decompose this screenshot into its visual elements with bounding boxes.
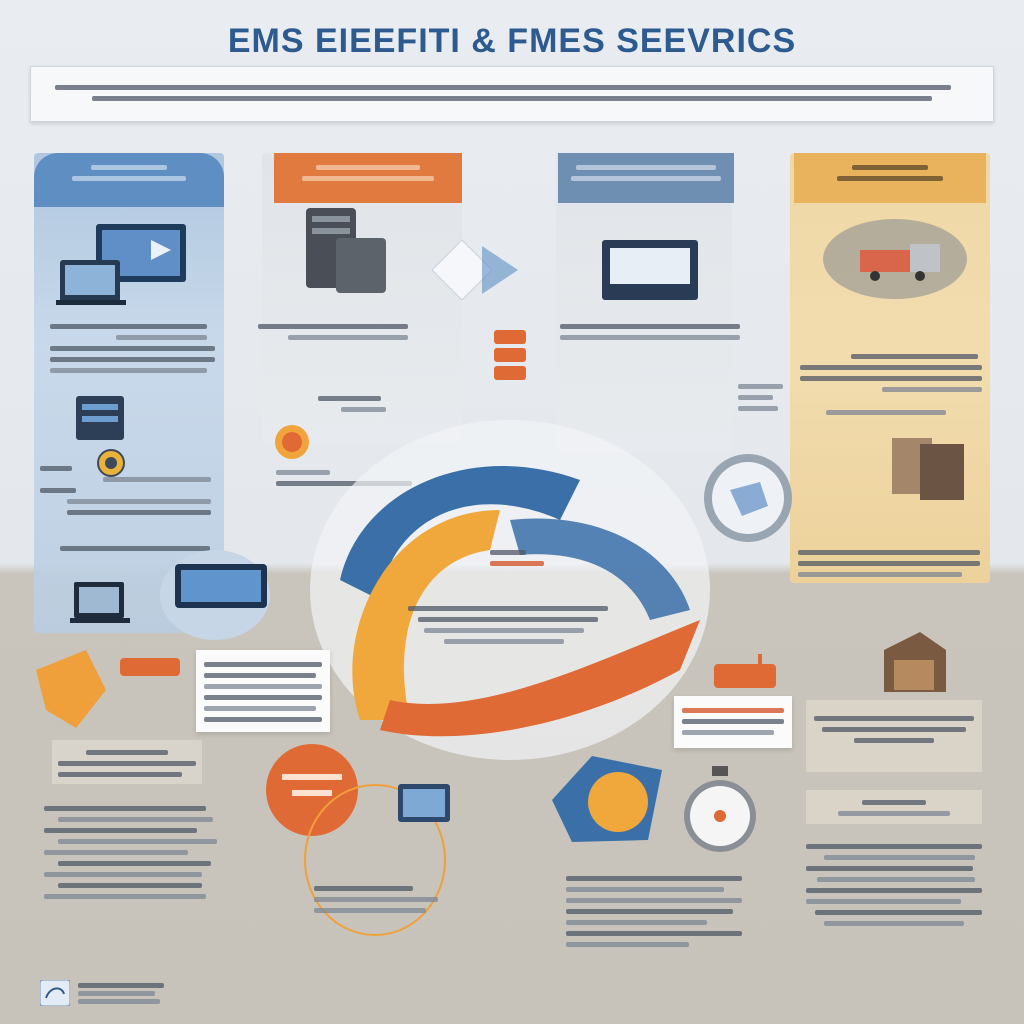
monitor-icon (600, 238, 700, 307)
intro-banner (30, 66, 994, 122)
column-4-text-b (826, 404, 946, 421)
column-1-text-a (50, 318, 215, 379)
ribbon-label (490, 544, 550, 572)
column-4-text-a (800, 348, 982, 398)
shield-icon (36, 650, 186, 735)
bottom-center-text (566, 870, 742, 953)
column-3-header (558, 153, 734, 203)
column-3-panel (556, 153, 732, 453)
orange-circle-badge (262, 740, 362, 845)
column-4-text-c (798, 544, 980, 583)
banner-text-line (91, 96, 933, 101)
database-stack-icon (492, 328, 528, 389)
warehouse-icon (880, 630, 950, 701)
left-label-box (52, 740, 202, 784)
badge-icon (272, 422, 312, 467)
diamond-icon (431, 239, 518, 305)
monitor-icon (56, 222, 191, 312)
badge-icon (96, 448, 126, 483)
right-callout (674, 696, 792, 748)
column-1-text-b (40, 460, 220, 521)
right-subheader (806, 790, 982, 824)
center-text (408, 600, 608, 650)
laptop-icon (70, 576, 130, 631)
globe-icon (700, 450, 796, 551)
footer-text (78, 980, 164, 1007)
server-rack-icon (890, 432, 970, 507)
server-icon (296, 208, 396, 303)
banner-text-line (55, 85, 951, 90)
column-2-text-c (276, 464, 412, 492)
column-2-header (274, 153, 462, 203)
column-3-text-a (560, 318, 740, 346)
column-4-header (794, 153, 986, 203)
column-2-text-a (258, 318, 408, 346)
truck-icon (820, 214, 970, 309)
orbit-text (314, 880, 438, 919)
left-callout (196, 650, 330, 732)
page-title: EMS EIEEFITI & FMES SEEVRICS (227, 22, 797, 60)
server-icon (74, 394, 126, 447)
right-text-list (806, 838, 982, 932)
monitor-icon (396, 782, 452, 835)
stopwatch-icon (680, 766, 760, 861)
orbit-ring (300, 760, 450, 945)
column-3-text-b (738, 378, 788, 417)
column-1-header (34, 153, 224, 207)
screen-icon (175, 564, 267, 615)
column-2-text-b (318, 390, 408, 418)
left-text-list (44, 800, 224, 905)
right-label-box (806, 700, 982, 772)
globe-icon (552, 750, 672, 855)
column-1-text-c (60, 540, 210, 557)
router-icon (708, 654, 780, 699)
footer-logo-icon (39, 979, 71, 1011)
central-ribbon-graphic (300, 400, 720, 775)
